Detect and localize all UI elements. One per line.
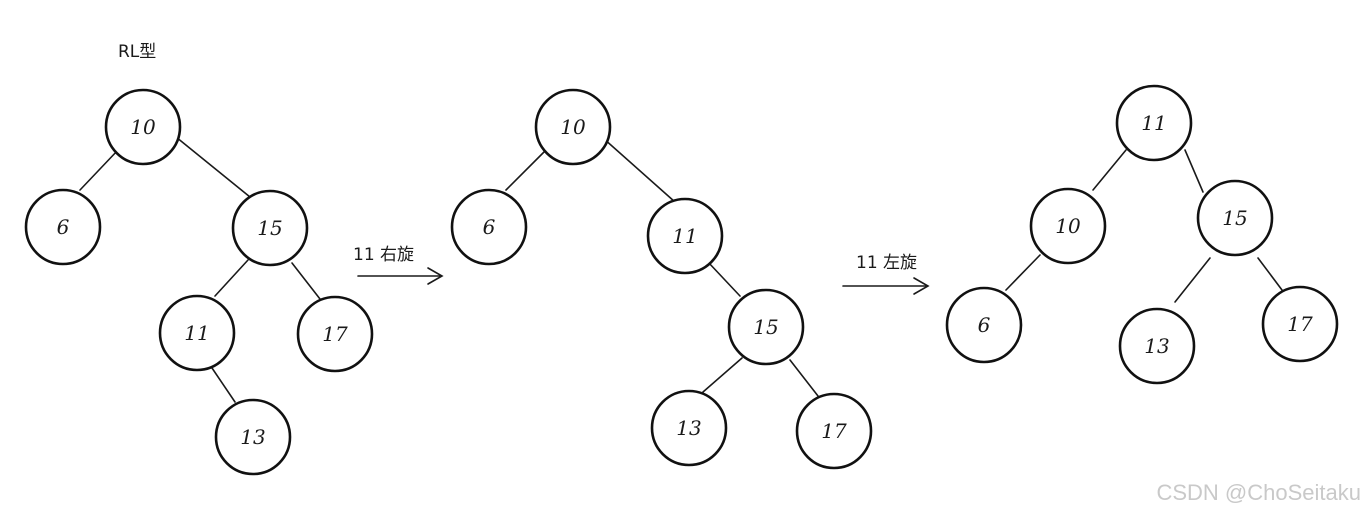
tree-edge	[214, 259, 249, 297]
tree-node: 13	[650, 389, 728, 467]
node-label: 11	[1141, 111, 1166, 135]
arrow-head-icon	[913, 277, 930, 295]
tree-edge	[789, 359, 819, 397]
tree-node: 10	[534, 88, 612, 166]
arrow-head-icon	[427, 267, 444, 285]
tree-node: 13	[214, 398, 292, 476]
tree-node: 6	[945, 286, 1023, 364]
tree-edge	[291, 262, 321, 300]
tree-node: 17	[296, 295, 374, 373]
tree-after-right-rotation: 10 6 11 15 13 17	[450, 88, 873, 470]
tree-node: 10	[1029, 187, 1107, 265]
tree-node: 6	[450, 188, 528, 266]
tree-initial: 10 6 15 11 17 13	[24, 88, 374, 476]
node-label: 10	[130, 115, 156, 139]
tree-edge	[1174, 257, 1211, 303]
tree-edge	[79, 149, 119, 191]
node-label: 17	[322, 322, 348, 346]
node-label: 15	[257, 216, 282, 240]
node-label: 6	[57, 215, 70, 239]
tree-node: 6	[24, 188, 102, 266]
tree-edge	[211, 367, 236, 403]
tree-node: 17	[795, 392, 873, 470]
rotation-arrow-left: 11 左旋	[842, 253, 930, 295]
node-label: 13	[676, 416, 701, 440]
tree-edge	[1005, 254, 1041, 291]
tree-node: 11	[1115, 84, 1193, 162]
tree-node: 15	[1196, 179, 1274, 257]
tree-node: 17	[1261, 285, 1339, 363]
node-label: 15	[1222, 206, 1247, 230]
tree-edge	[602, 137, 676, 203]
node-label: 15	[753, 315, 778, 339]
tree-edge	[1092, 149, 1127, 191]
tree-node: 15	[231, 189, 309, 267]
node-label: 10	[560, 115, 586, 139]
node-label: 11	[184, 321, 209, 345]
rotation-arrow-right: 11 右旋	[353, 245, 444, 285]
node-label: 10	[1055, 214, 1081, 238]
tree-node: 15	[727, 288, 805, 366]
tree-edge	[1184, 149, 1204, 193]
arrow-label: 11 右旋	[353, 245, 414, 265]
tree-edge	[505, 149, 547, 191]
node-label: 17	[821, 419, 847, 443]
tree-edge	[702, 357, 743, 393]
node-label: 17	[1287, 312, 1313, 336]
diagram-title: RL型	[118, 42, 156, 62]
node-label: 11	[672, 224, 697, 248]
tree-edge	[175, 136, 251, 198]
node-label: 6	[483, 215, 496, 239]
tree-node: 13	[1118, 307, 1196, 385]
tree-node: 11	[646, 197, 724, 275]
node-label: 13	[240, 425, 265, 449]
tree-after-left-rotation: 11 10 15 6 13 17	[945, 84, 1339, 385]
tree-edge	[1257, 257, 1283, 291]
tree-node: 10	[104, 88, 182, 166]
tree-edge	[707, 261, 741, 297]
node-label: 13	[1144, 334, 1169, 358]
node-label: 6	[978, 313, 991, 337]
tree-node: 11	[158, 294, 236, 372]
watermark: CSDN @ChoSeitaku	[1156, 480, 1361, 505]
arrow-label: 11 左旋	[856, 253, 917, 273]
